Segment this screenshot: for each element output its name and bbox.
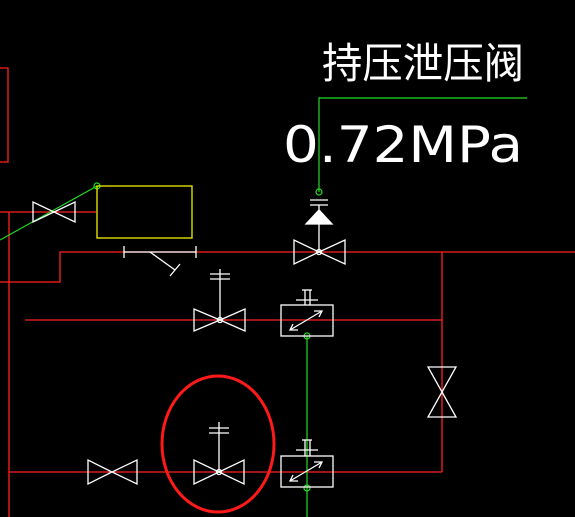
gate-valve-bottom-icon <box>87 458 138 486</box>
pressure-value-label: 0.72MPa <box>283 116 523 174</box>
pressure-leader <box>318 97 527 192</box>
leader-node-low <box>303 484 311 492</box>
piping <box>0 67 575 517</box>
highlight-circle <box>160 374 276 514</box>
vertical-gate-valve-icon <box>426 366 458 418</box>
leader-node-top <box>315 188 323 196</box>
instrument-box-icon <box>280 289 334 337</box>
equipment-box <box>96 185 193 239</box>
handwheel-valve-bottom-icon <box>193 422 245 486</box>
gate-valve-icon <box>32 200 76 224</box>
instrument-box-bottom-icon <box>280 439 334 488</box>
pipe-main-upper <box>0 251 575 283</box>
handwheel-valve-icon <box>193 269 246 332</box>
symbols <box>32 199 458 488</box>
dimension-mark-icon <box>123 246 197 277</box>
diagonal-leader <box>0 185 98 241</box>
pressure-relief-valve-icon <box>293 199 346 266</box>
valve-title-label: 持压泄压阀 <box>322 39 524 88</box>
pipe-left-bracket <box>0 67 9 163</box>
